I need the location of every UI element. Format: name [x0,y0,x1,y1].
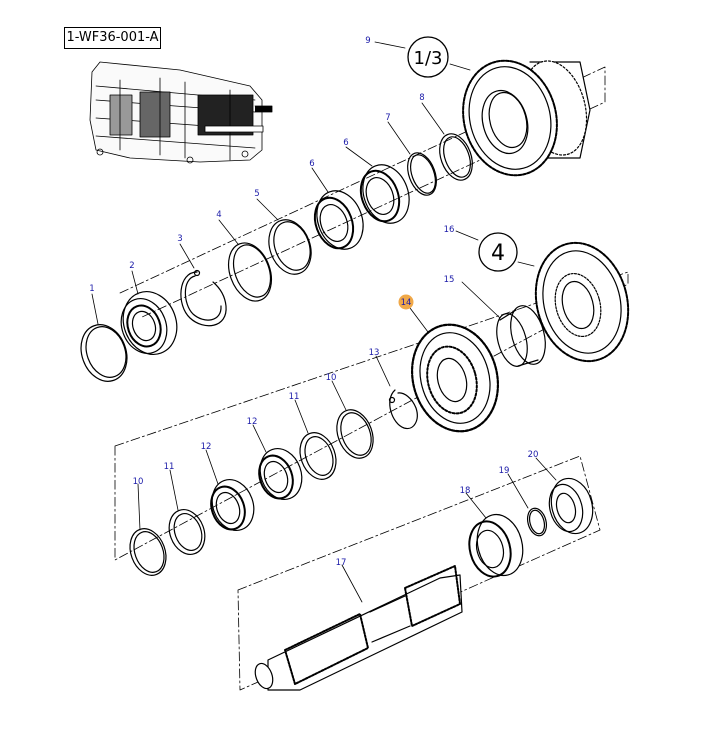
part-2-bearing [120,291,178,355]
callout-labels: 1 2 3 4 5 6 6 7 8 9 10 10 11 11 12 12 13… [89,36,538,568]
part-12-bearing-lower [210,479,255,531]
callout-1[interactable]: 1 [89,284,94,294]
part-9-gear-1-3 [462,59,591,177]
part-4-ring [227,242,273,302]
callout-12b[interactable]: 12 [201,442,212,452]
part-1-snap-ring [80,324,128,382]
callout-4[interactable]: 4 [216,210,221,220]
callout-6a[interactable]: 6 [309,159,314,169]
part-11-ring-upper [299,432,337,480]
callout-14-highlight [398,294,414,310]
part-8-snap-ring [439,133,473,181]
part-10-ring-lower [129,528,167,576]
part-11-ring-lower [168,509,206,555]
diagram-code: 1-WF36-001-A [64,27,161,49]
group-circle-4 [478,232,518,272]
part-6-bearing-race-b [359,164,410,224]
group-label-4: 4 [491,241,505,266]
callout-13[interactable]: 13 [369,348,380,358]
callout-14[interactable]: 14 [401,298,412,308]
part-16-gear-4 [534,241,630,363]
callout-10b[interactable]: 10 [133,477,144,487]
callout-16[interactable]: 16 [444,225,455,235]
callout-19[interactable]: 19 [499,466,510,476]
group-label-1-3: 1/3 [414,48,443,69]
part-20-seal [548,477,594,535]
callout-2[interactable]: 2 [129,261,134,271]
part-13-snap-ring [388,389,418,430]
part-6-bearing-race-a [313,190,364,250]
callout-7[interactable]: 7 [385,113,390,123]
group-markers: 1/3 4 [407,36,518,272]
callout-17[interactable]: 17 [336,558,347,568]
callout-11a[interactable]: 11 [289,392,300,402]
part-17-shaft [254,565,463,691]
part-14-synchronizer [410,323,500,433]
callout-20[interactable]: 20 [528,450,539,460]
gearbox-thumbnail [89,61,273,164]
part-18-bearing [468,513,524,578]
callout-15[interactable]: 15 [444,275,455,285]
leader-lines [91,41,557,603]
callout-11b[interactable]: 11 [164,462,175,472]
part-19-o-ring [526,507,548,537]
group-circle-1-3 [407,36,449,78]
callout-9[interactable]: 9 [365,36,370,46]
callout-3[interactable]: 3 [177,234,182,244]
callout-10a[interactable]: 10 [326,373,337,383]
part-3-snap-ring [180,269,227,327]
callout-5[interactable]: 5 [254,189,259,199]
callout-18[interactable]: 18 [460,486,471,496]
part-5-ring [268,219,312,275]
part-7-ring [407,152,437,196]
part-12-bearing-upper [258,448,303,500]
part-10-ring-upper [336,409,374,459]
part-15-sleeve [496,305,546,367]
callout-12a[interactable]: 12 [247,417,258,427]
callout-6b[interactable]: 6 [343,138,348,148]
callout-8[interactable]: 8 [419,93,424,103]
